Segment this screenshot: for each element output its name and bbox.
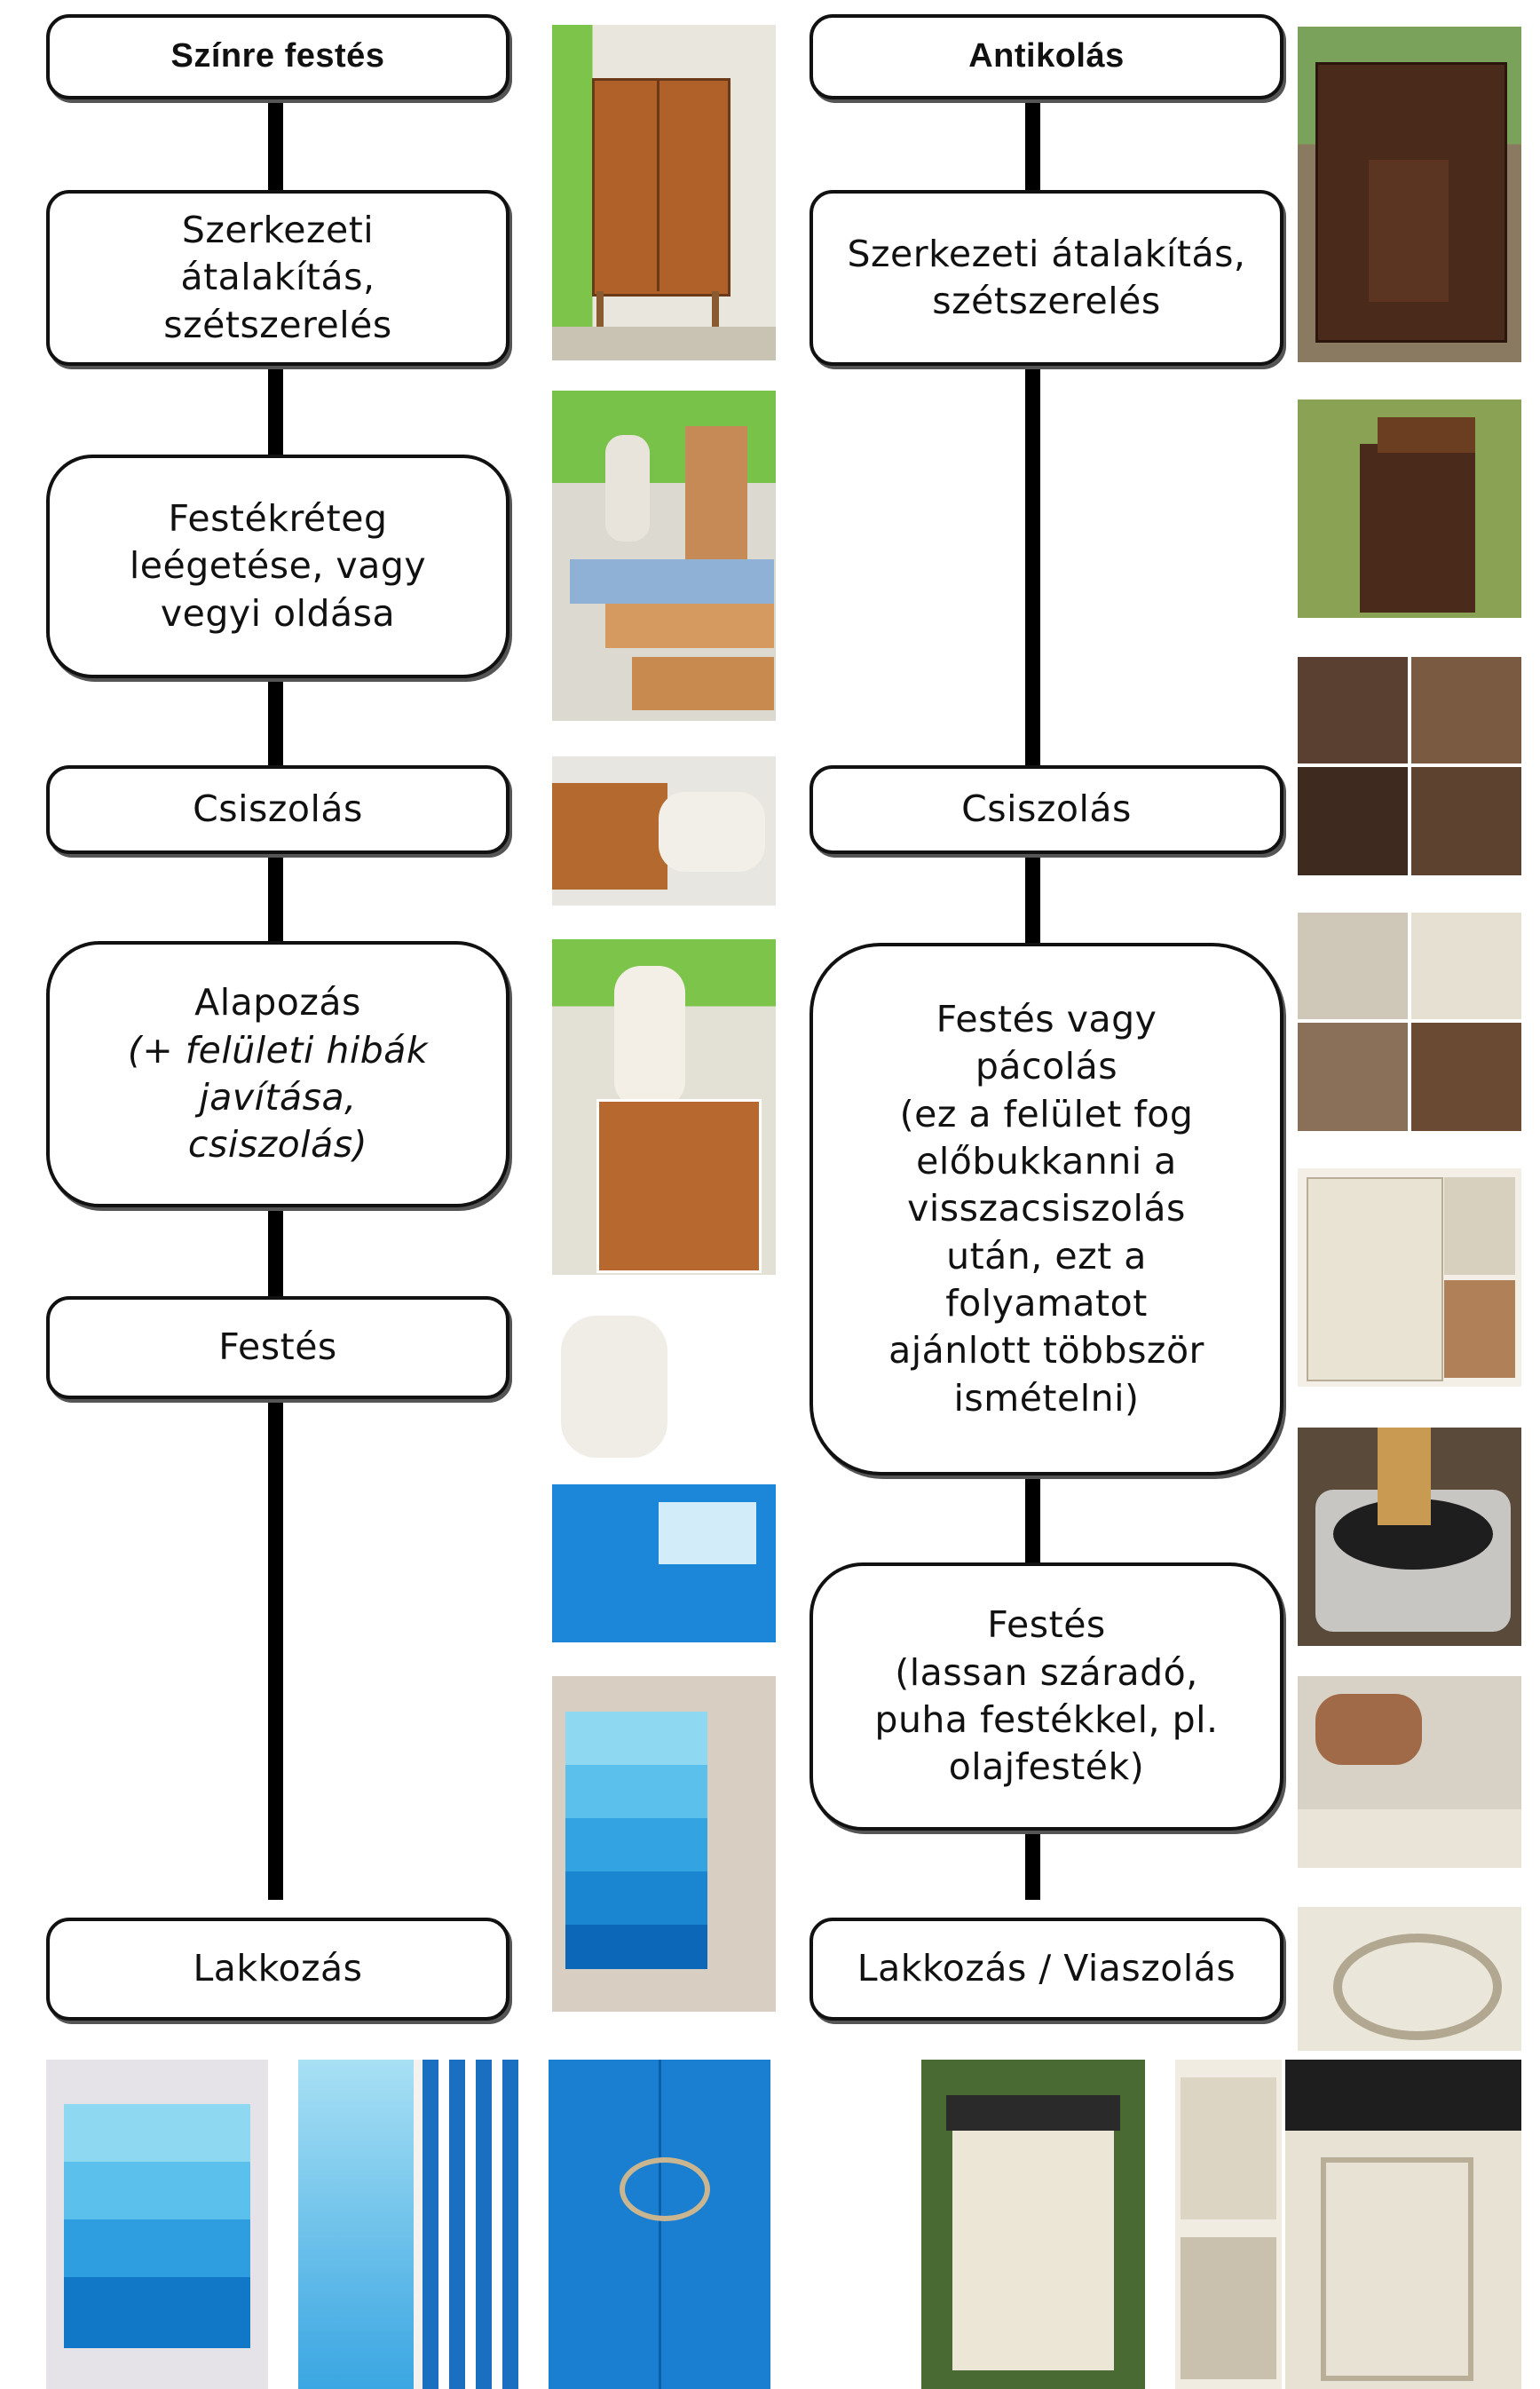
- left-step-sanding: Csiszolás: [46, 765, 509, 854]
- right-header-text: Antikolás: [968, 37, 1125, 75]
- step-text-line: Csiszolás: [193, 787, 363, 831]
- step-text-line: Lakkozás / Viaszolás: [857, 1947, 1236, 1990]
- photo-result-white-nightstand: [921, 2060, 1145, 2389]
- step-text-line: (lassan száradó,: [895, 1650, 1198, 1694]
- photo-priming: [552, 939, 776, 1275]
- photo-sanding-collage: [1298, 657, 1521, 875]
- photo-carved-detail: [1298, 1907, 1521, 2051]
- left-step-paint-removal: Festékréteg leégetése, vagy vegyi oldása: [46, 455, 509, 678]
- photo-distressing: [1298, 1676, 1521, 1868]
- photo-result-rope-handle: [549, 2060, 770, 2389]
- photo-wax-tin: [1298, 1428, 1521, 1646]
- step-text-line: olajfesték): [948, 1745, 1145, 1789]
- step-text-line: Festés vagy: [936, 998, 1157, 1041]
- photo-sanding: [552, 756, 776, 906]
- photo-paint-removal: [552, 391, 776, 721]
- photo-wooden-cabinet: [552, 25, 776, 360]
- left-step-lacquering: Lakkozás: [46, 1918, 509, 2021]
- step-text-line: szétszerelés: [932, 280, 1161, 322]
- step-text-line: Lakkozás: [193, 1947, 363, 1990]
- step-text-line: Alapozás: [194, 981, 361, 1024]
- step-text-line: Csiszolás: [961, 787, 1132, 831]
- step-text-line: leégetése, vagy: [129, 544, 427, 588]
- left-header-box: Színre festés: [46, 14, 509, 99]
- step-text-line: Festés: [218, 1325, 337, 1369]
- step-text-line: után, ezt a: [946, 1234, 1147, 1278]
- photo-result-white-collage: [1175, 2060, 1282, 2389]
- photo-antique-nightstand: [1298, 27, 1521, 362]
- right-step-structural: Szerkezeti átalakítás, szétszerelés: [809, 190, 1283, 366]
- left-step-painting: Festés: [46, 1296, 509, 1399]
- step-text-line: visszacsiszolás: [907, 1187, 1186, 1230]
- right-step-sanding: Csiszolás: [809, 765, 1283, 854]
- step-text-line: puha festékkel, pl.: [874, 1698, 1219, 1741]
- step-text-line: Szerkezeti: [181, 209, 375, 252]
- photo-painting-blue: [552, 1307, 776, 1642]
- step-note-line: javítása,: [199, 1076, 357, 1119]
- step-text-line: ismételni): [953, 1376, 1140, 1420]
- left-step-priming: Alapozás (+ felületi hibák javítása, csi…: [46, 941, 509, 1207]
- left-step-structural: Szerkezeti átalakítás, szétszerelés: [46, 190, 509, 366]
- photo-result-blue-wardrobe: [46, 2060, 268, 2389]
- step-text-line: ajánlott többször: [888, 1329, 1204, 1372]
- photo-result-white-detail: [1285, 2060, 1521, 2389]
- photo-disassembled-nightstand: [1298, 399, 1521, 618]
- step-text-line: Festés: [987, 1603, 1106, 1647]
- step-text-line: folyamatot: [945, 1281, 1148, 1325]
- step-text-line: szétszerelés: [163, 303, 392, 346]
- left-header-text: Színre festés: [170, 37, 385, 75]
- step-text-line: (ez a felület fog: [899, 1092, 1194, 1135]
- photo-white-interior-collage: [1298, 1168, 1521, 1387]
- right-step-staining: Festés vagy pácolás (ez a felület fog el…: [809, 943, 1283, 1475]
- step-note-line: (+ felületi hibák: [127, 1028, 429, 1072]
- photo-result-blue-shelves: [298, 2060, 520, 2389]
- photo-blue-cabinet: [552, 1676, 776, 2012]
- step-text-line: előbukkanni a: [916, 1140, 1177, 1183]
- photo-staining-collage: [1298, 913, 1521, 1131]
- right-step-painting: Festés (lassan száradó, puha festékkel, …: [809, 1562, 1283, 1831]
- step-text-line: átalakítás,: [180, 256, 375, 299]
- step-text-line: Festékréteg: [168, 497, 388, 541]
- right-step-lacquering: Lakkozás / Viaszolás: [809, 1918, 1283, 2021]
- step-text-line: Szerkezeti átalakítás,: [847, 232, 1246, 275]
- step-text-line: vegyi oldása: [160, 591, 396, 635]
- step-text-line: pácolás: [975, 1045, 1118, 1088]
- right-header-box: Antikolás: [809, 14, 1283, 99]
- step-note-line: csiszolás): [187, 1123, 368, 1167]
